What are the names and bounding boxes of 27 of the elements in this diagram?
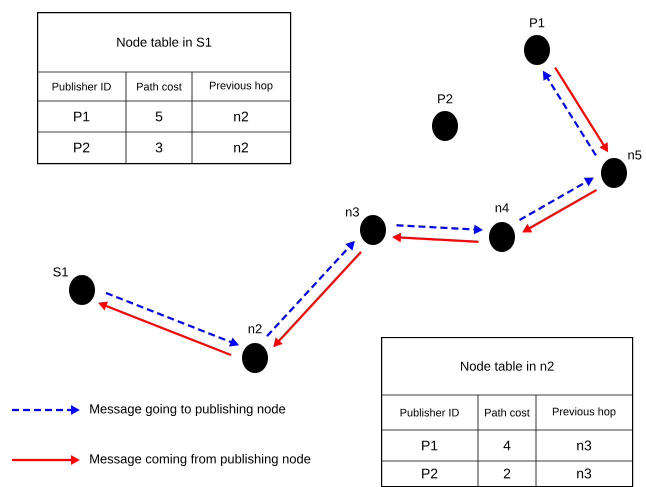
legend-text: Message going to publishing node xyxy=(90,404,286,416)
table-cell: n3 xyxy=(577,468,592,478)
node-label: n3 xyxy=(346,207,359,216)
table-cell: Publisher ID xyxy=(400,408,459,416)
node-label: P2 xyxy=(438,94,452,104)
table-cell: 2 xyxy=(504,468,510,478)
table-cell: Path cost xyxy=(485,408,530,416)
table-cell: Previous hop xyxy=(210,81,272,92)
table-cell: P1 xyxy=(422,440,438,450)
node-label: P1 xyxy=(530,18,544,28)
node-label: S1 xyxy=(53,267,68,276)
table-cell: Previous hop xyxy=(552,407,616,418)
legend-text: Message coming from publishing node xyxy=(90,454,310,466)
node-label: n5 xyxy=(628,150,642,160)
table-cell: 4 xyxy=(503,440,510,450)
table-cell: 5 xyxy=(156,112,162,122)
table-cell: n2 xyxy=(234,142,248,152)
table-cell: 3 xyxy=(156,142,162,152)
table-cell: P1 xyxy=(74,112,90,122)
table-cell: P2 xyxy=(422,468,438,478)
node-label: n2 xyxy=(248,324,262,334)
node-label: n4 xyxy=(496,203,509,212)
table-cell: P2 xyxy=(74,142,90,152)
table-cell: Path cost xyxy=(137,82,182,91)
table-cell: Publisher ID xyxy=(52,82,111,91)
table-cell: n2 xyxy=(234,112,248,122)
table-cell: n3 xyxy=(577,440,592,450)
